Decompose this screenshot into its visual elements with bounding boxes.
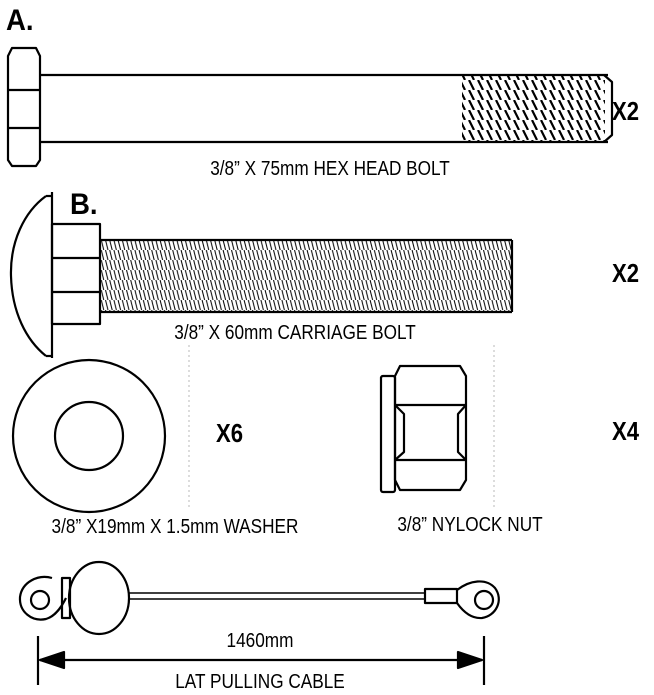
part-a-quantity: X2 <box>612 96 640 126</box>
lat-pulling-cable <box>18 560 500 636</box>
washer-quantity: X6 <box>216 418 244 448</box>
washer <box>11 358 167 514</box>
carriage-bolt-thread <box>100 241 512 311</box>
carriage-bolt-square-neck <box>50 222 102 326</box>
washer-caption: 3/8” X19mm X 1.5mm WASHER <box>51 516 299 538</box>
hex-head-bolt <box>6 46 614 168</box>
washer-inner <box>53 400 125 472</box>
washer-outer <box>11 358 167 514</box>
carriage-bolt-dome <box>9 195 47 357</box>
cable-eye-right <box>456 580 500 620</box>
nut-quantity: X4 <box>612 416 640 446</box>
nylock-nut <box>379 364 468 494</box>
part-a-letter: A. <box>6 4 34 37</box>
part-b-quantity: X2 <box>612 258 640 288</box>
cable-caption: LAT PULLING CABLE <box>175 671 345 693</box>
carriage-bolt <box>9 192 514 358</box>
part-a-caption: 3/8” X 75mm HEX HEAD BOLT <box>210 158 450 180</box>
nut-caption: 3/8” NYLOCK NUT <box>397 514 543 536</box>
cable-dimension <box>36 636 486 685</box>
cable-ferrule <box>423 587 459 605</box>
hex-bolt-thread <box>462 76 605 141</box>
cable-ball <box>67 560 131 636</box>
part-b-letter: B. <box>70 188 98 221</box>
hex-bolt-head <box>6 46 42 168</box>
cable-length: 1460mm <box>226 630 294 652</box>
part-b-caption: 3/8” X 60mm CARRIAGE BOLT <box>174 322 416 344</box>
cable-eye-left <box>18 575 67 621</box>
